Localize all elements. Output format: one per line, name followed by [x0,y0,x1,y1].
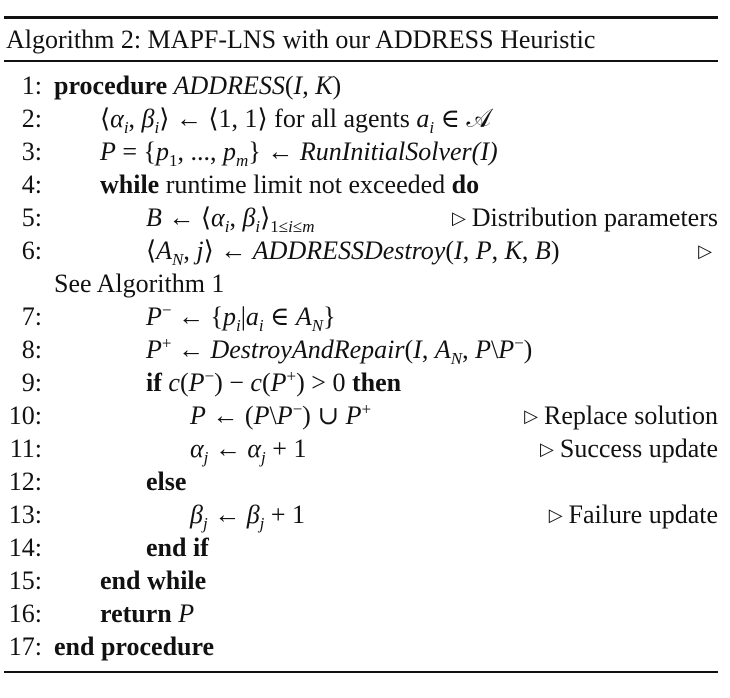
algorithm-line-2: 2: ⟨αi, βi⟩ ← ⟨1, 1⟩ for all agents ai ∈… [0,103,718,138]
comment-triangle-icon: ▷ [540,439,554,459]
line-number: 14: [8,533,42,562]
line-number: 4: [21,170,42,199]
algorithm-line-12: 12: else [0,466,718,498]
comment-triangle-icon: ▷ [451,208,466,228]
line-number: 15: [8,566,42,595]
algorithm-line-17: 17: end procedure [0,631,718,663]
line-text: end if [146,533,209,562]
comment-triangle-icon: ▷ [698,241,712,261]
algorithm-line-11: 11: αj ← αj + 1 ▷Success update [0,433,718,468]
algorithm-line-14: 14: end if [0,532,718,564]
line-number: 16: [8,599,42,628]
line-number: 11: [9,434,42,463]
comment-triangle-icon: ▷ [524,406,538,426]
algorithm-line-4: 4: while runtime limit not exceeded do [0,169,718,201]
line-text: while runtime limit not exceeded do [100,170,480,199]
caption-rule [4,60,718,62]
line-comment: ▷Distribution parameters [451,203,718,232]
line-text: B ← ⟨αi, βi⟩1≤i≤m [146,203,315,237]
algorithm-line-9: 9: if c(P−) − c(P+) > 0 then [0,367,718,399]
algorithm-line-15: 15: end while [0,565,718,597]
algorithm-caption: Algorithm 2: MAPF-LNS with our ADDRESS H… [6,25,596,54]
line-text: P− ← {pi|ai ∈ AN} [146,300,336,336]
line-number: 5: [21,203,42,232]
line-text: ⟨αi, βi⟩ ← ⟨1, 1⟩ for all agents ai ∈ 𝒜 [100,104,491,138]
line-text: βj ← βj + 1 [190,500,306,534]
algorithm-line-6: 6: ⟨AN, j⟩ ← ADDRESSDestroy(I, P, K, B) … [0,235,718,270]
comment-triangle-icon: ▷ [548,505,563,525]
line-number: 13: [8,500,42,529]
line-text: if c(P−) − c(P+) > 0 then [146,366,402,397]
line-text: P = {p1, ..., pm} ← RunInitialSolver(I) [100,137,498,171]
line-text: P ← (P\P−) ∪ P+ [190,399,372,430]
line-text: return P [100,599,195,628]
algorithm-line-5: 5: B ← ⟨αi, βi⟩1≤i≤m ▷Distribution param… [0,202,718,237]
line-number: 7: [21,302,42,331]
line-comment: ▷Success update [540,434,718,463]
algorithm-line-10: 10: P ← (P\P−) ∪ P+ ▷Replace solution [0,400,718,432]
line-comment: ▷Failure update [548,500,718,529]
line-number: 10: [8,401,42,430]
line-number: 3: [21,137,42,166]
line-number: 12: [8,467,42,496]
line-text: αj ← αj + 1 [190,434,307,468]
algorithm-line-7: 7: P− ← {pi|ai ∈ AN} [0,300,718,336]
algorithm-line-8: 8: P+ ← DestroyAndRepair(I, AN, P\P−) [0,333,718,369]
line-text: ⟨AN, j⟩ ← ADDRESSDestroy(I, P, K, B) [146,236,560,270]
line-number: 6: [21,236,42,265]
line-comment: ▷Replace solution [524,401,718,430]
line-text: end while [100,566,207,595]
bottom-rule [4,671,718,673]
line-number: 9: [21,368,42,397]
algorithm-line-6-continued: See Algorithm 1 [0,268,718,300]
algorithm-line-3: 3: P = {p1, ..., pm} ← RunInitialSolver(… [0,136,718,171]
line-number: 1: [21,71,42,100]
algorithm-line-13: 13: βj ← βj + 1 ▷Failure update [0,499,718,534]
algorithm-line-1: 1: procedure ADDRESS(I, K) [0,70,718,102]
line-number: 2: [21,104,42,133]
line-comment: ▷ [698,235,718,269]
line-text: P+ ← DestroyAndRepair(I, AN, P\P−) [146,333,533,369]
line-text: else [146,467,187,496]
algorithm-line-16: 16: return P [0,598,718,630]
line-number: 8: [21,335,42,364]
line-text: end procedure [54,632,215,661]
line-number: 17: [8,632,42,661]
line-text: procedure ADDRESS(I, K) [54,71,342,100]
line-text: See Algorithm 1 [54,269,225,298]
top-rule [4,16,718,19]
